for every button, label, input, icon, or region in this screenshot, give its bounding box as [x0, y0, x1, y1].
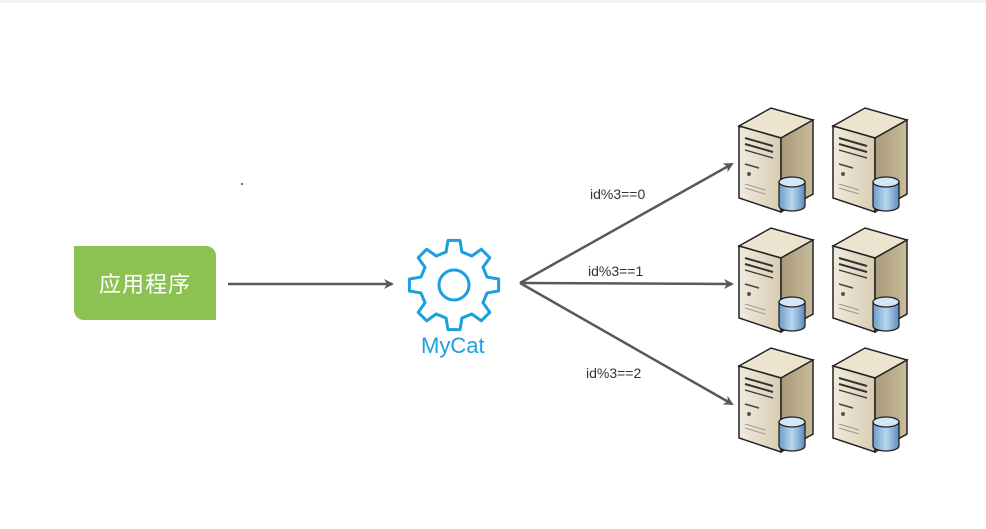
- top-border: [0, 0, 986, 3]
- database-server-icon: [829, 104, 911, 214]
- database-server-icon: [829, 344, 911, 454]
- route-arrow-1: [519, 278, 734, 289]
- database-server-icon: [735, 224, 817, 334]
- database-server-icon: [735, 344, 817, 454]
- stray-dot: [241, 183, 243, 185]
- database-server-icon: [735, 104, 817, 214]
- gear-icon: [407, 238, 501, 332]
- database-server-icon: [829, 224, 911, 334]
- route-arrow-0: [519, 162, 734, 285]
- mycat-label: MyCat: [421, 333, 485, 358]
- application-box: 应用程序: [74, 246, 216, 320]
- route-arrow-2: [519, 281, 734, 406]
- route-label-1: id%3==1: [588, 263, 644, 279]
- route-label-2: id%3==2: [586, 365, 642, 381]
- route-label-0: id%3==0: [590, 186, 646, 202]
